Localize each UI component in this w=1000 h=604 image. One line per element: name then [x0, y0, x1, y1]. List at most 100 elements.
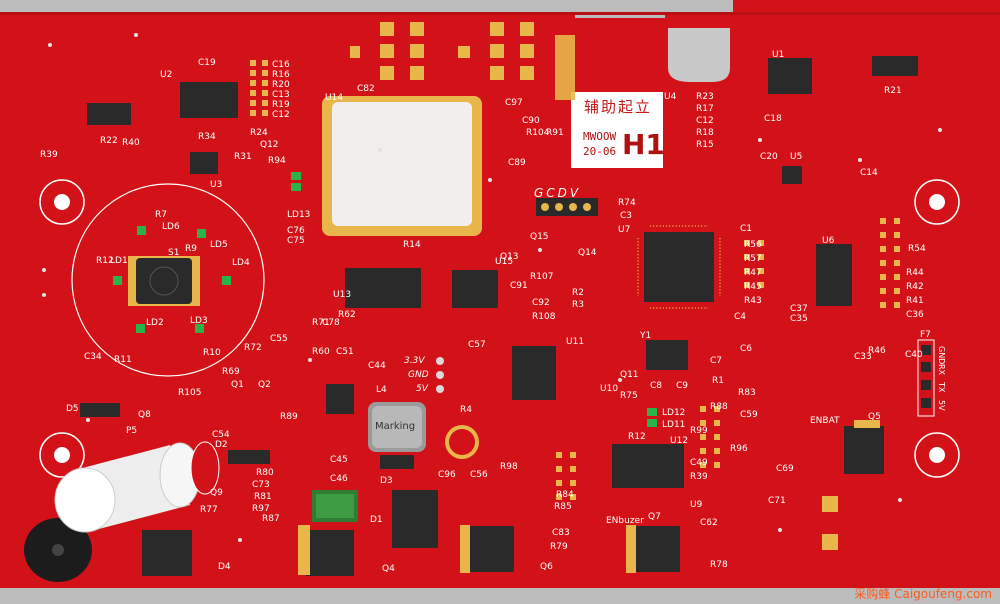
designator-r88: R88 [710, 402, 728, 412]
designator-r89: R89 [280, 412, 298, 422]
watermark: 采购蜂 Caigoufeng.com [854, 587, 992, 601]
designator-c34: C34 [84, 352, 102, 362]
designator-r83: R83 [738, 388, 756, 398]
designator-c83: C83 [552, 528, 570, 538]
chip-d2 [228, 450, 270, 464]
designator-c82: C82 [357, 84, 375, 94]
designator-r57: R57 [744, 254, 762, 264]
designator-f7: F7 [920, 330, 931, 340]
chip-u7 [644, 232, 714, 302]
u7-pins [637, 225, 721, 309]
designator-r34: R34 [198, 132, 216, 142]
designator-r11: R11 [114, 355, 132, 365]
header-pin-tx: TX [937, 382, 946, 393]
designator-r98: R98 [500, 462, 518, 472]
designator-u1: U1 [772, 50, 785, 60]
designator-c13: C13 [272, 90, 290, 100]
designator-q13: Q13 [500, 252, 519, 262]
chip-d3 [380, 455, 414, 469]
designator-u9: U9 [690, 500, 703, 510]
designator-u11: U11 [566, 337, 585, 347]
designator-q14: Q14 [578, 248, 597, 258]
designator-c40: C40 [905, 350, 923, 360]
mounting-hole-tr [914, 179, 960, 225]
label-u4: U4 [664, 92, 677, 102]
designator-r23: R23 [696, 92, 714, 102]
designator-q5: Q5 [868, 412, 881, 422]
designator-r14: R14 [403, 240, 421, 250]
designator-r2: R2 [572, 288, 584, 298]
chip-u11 [512, 346, 556, 400]
module-u14-shield [332, 102, 472, 226]
designator-r78: R78 [710, 560, 728, 570]
designator-r79: R79 [550, 542, 568, 552]
designator-r16: R16 [272, 70, 290, 80]
designator-r22: R22 [100, 136, 118, 146]
passive-pads [250, 60, 900, 500]
connector-p5 [24, 441, 220, 582]
designator-r39: R39 [40, 150, 58, 160]
designator-ld2: LD2 [146, 318, 164, 328]
header-gcdv [536, 198, 598, 216]
designator-c91: C91 [510, 281, 528, 291]
designator-r21: R21 [884, 86, 902, 96]
chip-d5 [80, 403, 120, 417]
designator-c6: C6 [740, 344, 753, 354]
chip-q6 [468, 526, 514, 572]
designator-ld4: LD4 [232, 258, 250, 268]
designator-q9: Q9 [210, 488, 223, 498]
designator-c55: C55 [270, 334, 288, 344]
module-u4-model-big: H1 [622, 128, 665, 161]
header-gcdv-label: GCDV [534, 186, 582, 200]
module-u4-chinese-text: 辅助起立 [584, 98, 653, 116]
designator-c20: C20 [760, 152, 778, 162]
designator-r15: R15 [696, 140, 714, 150]
designator-r19: R19 [272, 100, 290, 110]
designator-q4: Q4 [382, 564, 395, 574]
designator-q8: Q8 [138, 410, 151, 420]
designator-s1: S1 [168, 248, 180, 258]
test-points [436, 357, 444, 393]
designator-r4: R4 [460, 405, 472, 415]
designator-c12: C12 [696, 116, 714, 126]
designator-c90: C90 [522, 116, 540, 126]
designator-c36: C36 [906, 310, 924, 320]
designator-r54: R54 [908, 244, 926, 254]
designator-r97: R97 [252, 504, 270, 514]
header-right [917, 339, 935, 417]
designator-c96: C96 [438, 470, 456, 480]
designator-r7: R7 [155, 210, 167, 220]
chip-u3 [190, 152, 218, 174]
designator-d4: D4 [218, 562, 231, 572]
designator-ld1: LD1 [110, 256, 128, 266]
designator-r74: R74 [618, 198, 636, 208]
designator-r108: R108 [532, 312, 556, 322]
chip-diode-top [87, 103, 131, 125]
chip-u1 [768, 58, 812, 94]
designator-u5: U5 [790, 152, 803, 162]
chip-q7 [634, 526, 680, 572]
designator-r81: R81 [254, 492, 272, 502]
designator-c49: C49 [690, 458, 708, 468]
designator-c45: C45 [330, 455, 348, 465]
designator-q6: Q6 [540, 562, 553, 572]
designator-r69: R69 [222, 367, 240, 377]
designator-r12: R12 [628, 432, 646, 442]
designator-q2: Q2 [258, 380, 271, 390]
designator-c78: C78 [322, 318, 340, 328]
designator-c89: C89 [508, 158, 526, 168]
designator-r44: R44 [906, 268, 924, 278]
designator-r47: R47 [744, 268, 762, 278]
mounting-hole-br [914, 432, 960, 478]
designator-r91: R91 [546, 128, 564, 138]
designator-r62: R62 [338, 310, 356, 320]
designator-q1: Q1 [231, 380, 244, 390]
designator-ld11: LD11 [662, 420, 686, 430]
designator-r45: R45 [744, 282, 762, 292]
designator-c73: C73 [252, 480, 270, 490]
designator-d2: D2 [215, 440, 228, 450]
designator-c12: C12 [272, 110, 290, 120]
designator-c59: C59 [740, 410, 758, 420]
designator-q15: Q15 [530, 232, 549, 242]
